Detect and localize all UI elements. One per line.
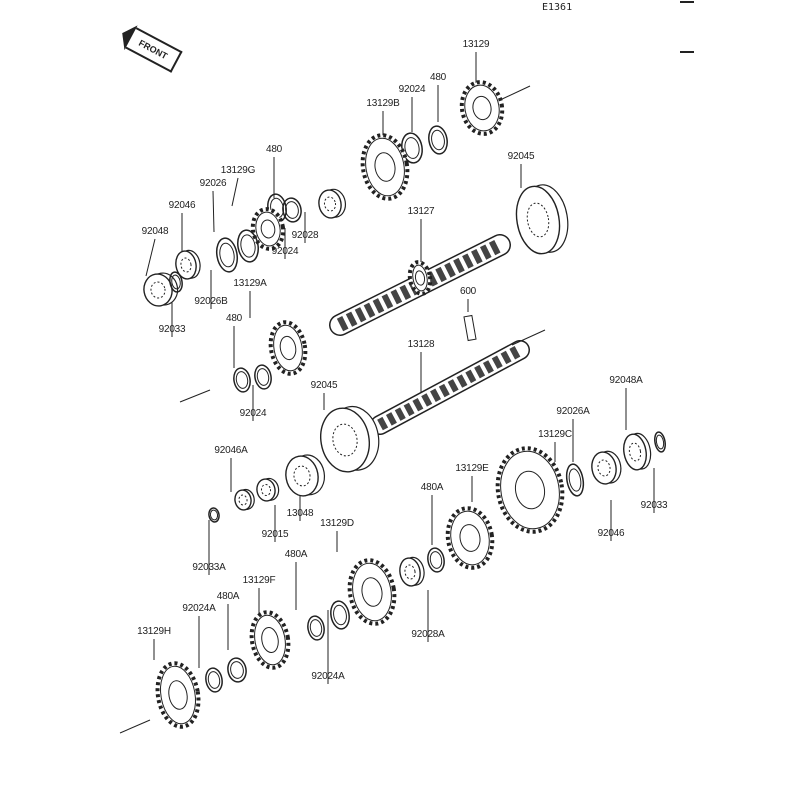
direction-arrow-icon [119,719,151,734]
gear-icon [347,558,397,626]
ring-icon [169,271,183,293]
diagram-code: E1361 [542,2,573,13]
direction-arrow-icon [499,85,531,101]
bearing-icon [318,188,347,219]
leader-line [145,238,156,277]
part-label-13129g[interactable]: 13129G [220,165,256,176]
part-label-13048[interactable]: 13048 [286,508,314,519]
bearing-icon [175,249,201,280]
bearing-icon [143,272,179,307]
part-label-13129d[interactable]: 13129D [320,518,354,529]
part-label-92046a[interactable]: 92046A [214,445,248,456]
part-label-92046[interactable]: 92046 [168,200,196,211]
part-label-13129f[interactable]: 13129F [242,575,276,586]
part-label-92033[interactable]: 92033 [640,500,668,511]
direction-arrow-icon [179,389,211,403]
direction-arrow-icon [511,329,546,346]
part-label-480[interactable]: 480 [429,72,447,83]
ring-icon [307,615,325,641]
ring-icon [215,237,239,273]
ring-icon [233,367,251,393]
part-label-92048a[interactable]: 92048A [609,375,643,386]
part-label-13127[interactable]: 13127 [407,206,435,217]
gear-icon [249,610,291,670]
part-label-92026b[interactable]: 92026B [194,296,228,307]
bearing-icon [515,184,569,255]
pin-icon [463,314,477,342]
part-label-600[interactable]: 600 [459,286,477,297]
bearing-icon [399,556,425,587]
part-label-92024a[interactable]: 92024A [182,603,216,614]
part-label-92045[interactable]: 92045 [507,151,535,162]
part-label-92028[interactable]: 92028 [291,230,319,241]
ring-icon [282,197,302,223]
ring-icon [237,229,259,263]
part-label-92024a[interactable]: 92024A [311,671,345,682]
bearing-icon [234,488,255,511]
gear-icon [459,80,505,136]
part-label-13129b[interactable]: 13129B [366,98,400,109]
part-label-480a[interactable]: 480A [420,482,444,493]
part-label-480[interactable]: 480 [265,144,283,155]
bearing-icon [256,477,280,502]
leader-line [212,190,215,233]
part-label-92026a[interactable]: 92026A [556,406,590,417]
gear-icon [155,661,201,729]
part-label-480a[interactable]: 480A [216,591,240,602]
ring-icon [227,657,247,683]
part-label-92048[interactable]: 92048 [141,226,169,237]
ring-icon [330,600,350,630]
gear-icon [407,260,433,296]
bearing-icon [320,405,380,473]
part-label-13129h[interactable]: 13129H [137,626,171,637]
part-label-13128[interactable]: 13128 [407,339,435,350]
ring-icon [205,667,223,693]
bearing-icon [285,454,326,497]
ring-icon [654,431,666,453]
part-label-13129e[interactable]: 13129E [455,463,489,474]
part-label-480a[interactable]: 480A [284,549,308,560]
part-label-480[interactable]: 480 [225,313,243,324]
part-label-92045[interactable]: 92045 [310,380,338,391]
part-label-92033a[interactable]: 92033A [192,562,226,573]
bearing-icon [623,432,652,471]
gear-icon [250,207,286,251]
bearing-icon [591,450,622,485]
part-label-92015[interactable]: 92015 [261,529,289,540]
part-label-92033[interactable]: 92033 [158,324,186,335]
ring-icon [428,125,448,155]
part-label-92024[interactable]: 92024 [271,246,299,257]
part-label-92028a[interactable]: 92028A [411,629,445,640]
part-label-13129c[interactable]: 13129C [538,429,572,440]
gear-icon [268,320,308,376]
part-label-92024[interactable]: 92024 [398,84,426,95]
part-label-13129a[interactable]: 13129A [233,278,267,289]
part-label-92026[interactable]: 92026 [199,178,227,189]
part-label-13129[interactable]: 13129 [462,39,490,50]
ring-icon [565,463,585,497]
output-shaft-splines [377,344,523,431]
gear-icon [445,506,495,570]
part-label-92024[interactable]: 92024 [239,408,267,419]
ring-icon [254,364,272,390]
ring-icon [427,547,445,573]
gear-icon [495,446,565,534]
part-label-92046[interactable]: 92046 [597,528,625,539]
leader-line [231,177,239,207]
ring-icon [208,507,220,523]
gear-icon [360,133,410,201]
